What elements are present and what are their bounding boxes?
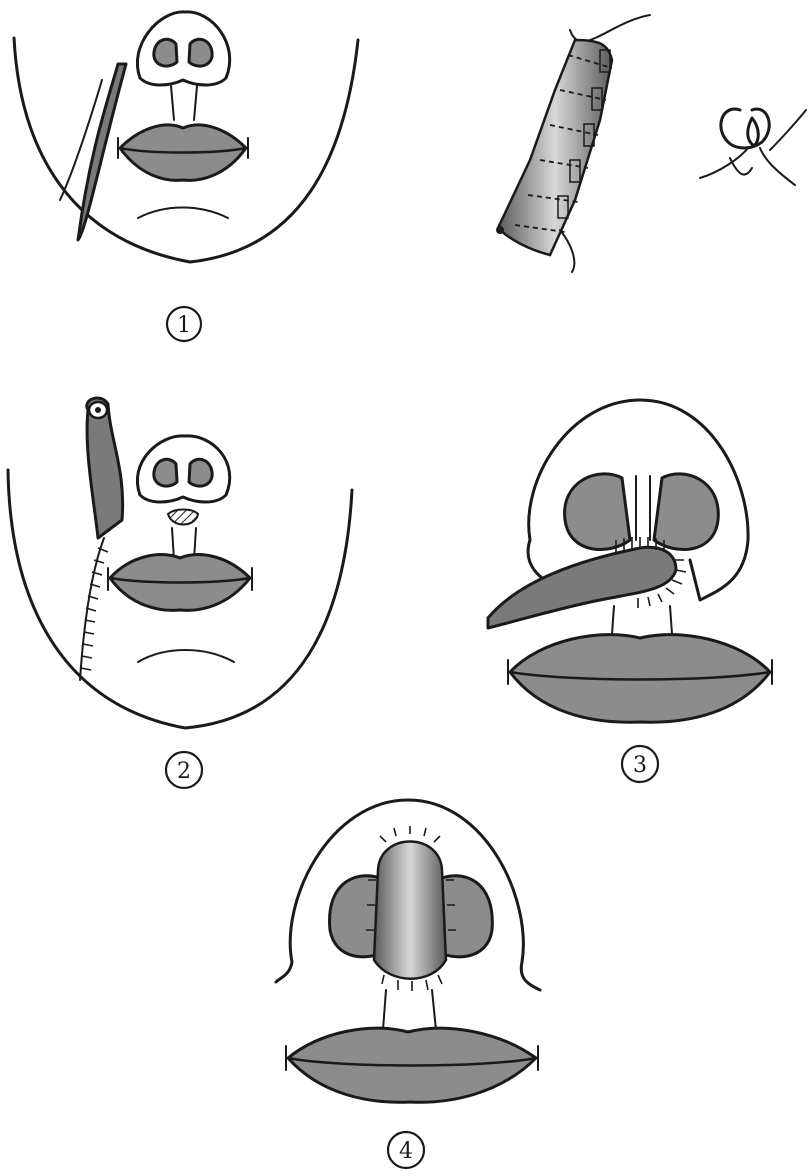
reconstructed-columella xyxy=(374,842,446,979)
tube-flap-detail xyxy=(496,15,650,272)
tubed-flap xyxy=(87,398,123,538)
label-3-text: 3 xyxy=(633,753,647,778)
nose-outline xyxy=(137,436,229,502)
chin-line xyxy=(138,208,228,219)
chin-line xyxy=(138,650,234,662)
right-nostril xyxy=(189,39,212,66)
columella xyxy=(636,476,650,540)
panel-label-2: 2 xyxy=(166,752,202,788)
lips xyxy=(508,635,772,723)
left-nostril xyxy=(154,39,177,66)
left-nostril xyxy=(565,474,630,550)
label-1-text: 1 xyxy=(177,313,191,338)
panel-4 xyxy=(276,800,540,1102)
columella-defect xyxy=(168,510,198,525)
panel-1 xyxy=(14,12,358,262)
suture-cross-section xyxy=(700,109,806,185)
philtrum xyxy=(171,86,197,120)
philtrum xyxy=(612,606,672,634)
left-nostril xyxy=(154,459,177,486)
label-4-text: 4 xyxy=(399,1139,413,1164)
label-2-text: 2 xyxy=(177,759,191,784)
nose-outline xyxy=(137,12,229,85)
panel-label-3: 3 xyxy=(622,746,658,782)
philtrum xyxy=(383,990,436,1030)
panel-label-1: 1 xyxy=(167,307,201,341)
right-nostril xyxy=(189,459,212,486)
lips xyxy=(286,1028,538,1102)
panel-2 xyxy=(8,398,352,728)
right-nostril xyxy=(654,474,718,550)
lips xyxy=(108,555,252,611)
inset-flap xyxy=(488,547,676,628)
panel-3 xyxy=(488,400,772,722)
lips xyxy=(118,125,248,180)
panel-label-4: 4 xyxy=(388,1132,424,1168)
